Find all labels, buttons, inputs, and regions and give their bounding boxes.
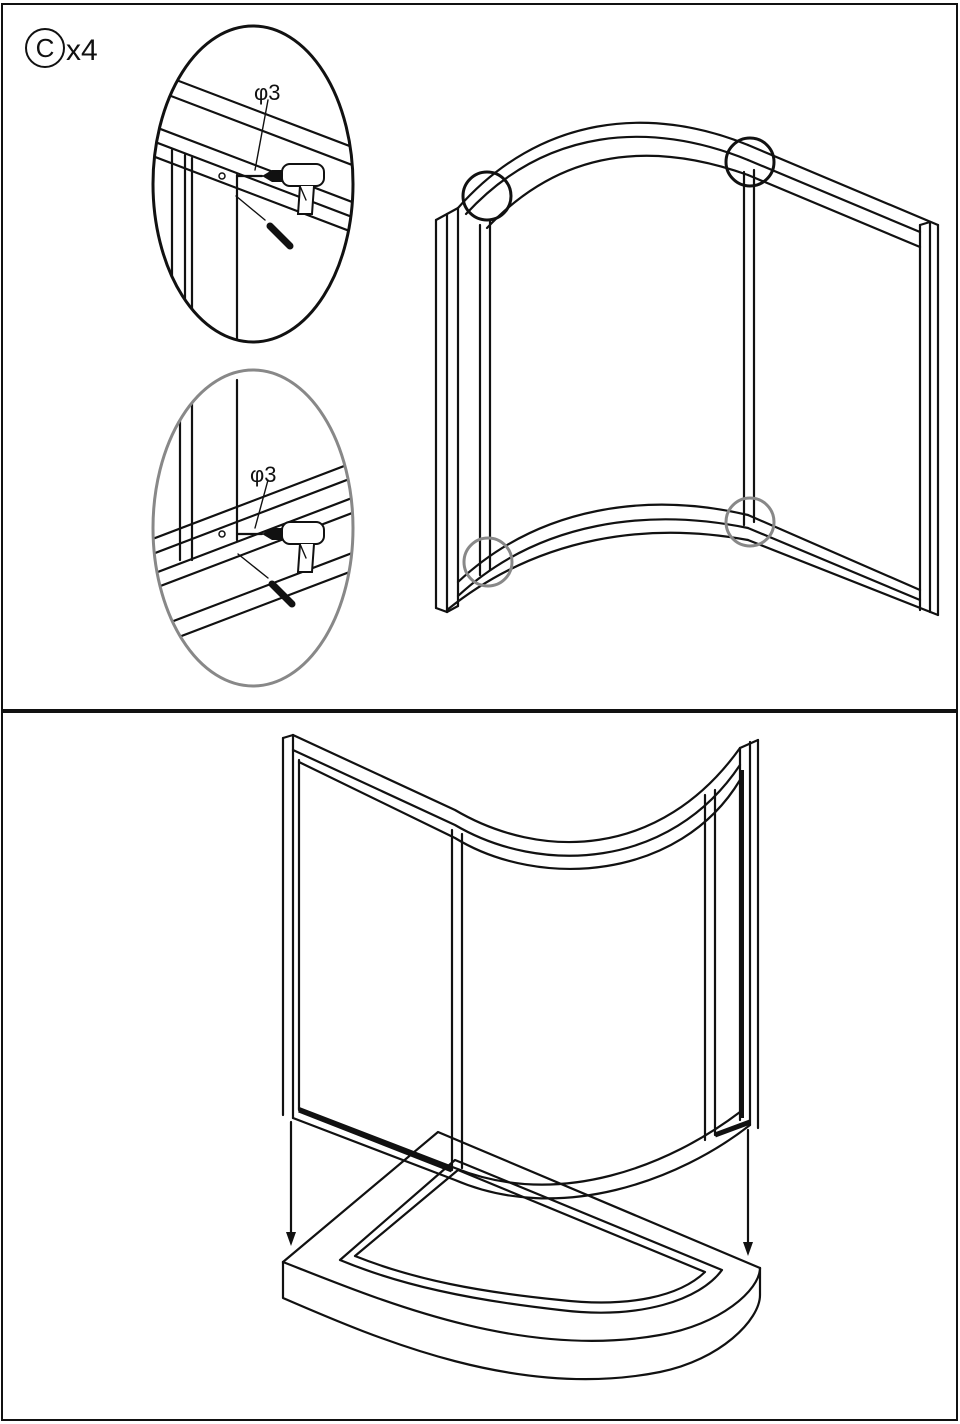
detail-top-outline bbox=[151, 24, 355, 344]
shower-frame-iso bbox=[434, 121, 940, 617]
right-post bbox=[918, 220, 940, 617]
highlight-top-right bbox=[724, 136, 776, 188]
screw-icon bbox=[237, 553, 296, 608]
panel-top-border bbox=[1, 3, 958, 711]
detail-bottom-outline bbox=[151, 368, 355, 688]
shower-enclosure bbox=[281, 733, 760, 1200]
leader-line bbox=[254, 479, 269, 529]
part-quantity: x4 bbox=[66, 34, 98, 67]
shower-tray bbox=[281, 1130, 762, 1381]
screw-icon bbox=[235, 195, 294, 250]
panel-bottom-border bbox=[1, 711, 958, 1421]
detail-top-label: φ3 bbox=[254, 80, 281, 105]
top-curved-rail bbox=[456, 121, 940, 249]
drill-icon bbox=[218, 163, 325, 215]
bottom-curved-rail bbox=[445, 503, 940, 617]
left-post bbox=[434, 206, 460, 614]
highlight-bottom-right bbox=[724, 496, 776, 548]
down-arrow-icon bbox=[743, 1128, 753, 1256]
leader-line bbox=[254, 99, 269, 171]
part-callout: C x4 bbox=[25, 28, 98, 68]
detail-bottom-zoom: φ3 bbox=[151, 368, 355, 688]
highlight-bottom-left bbox=[462, 536, 514, 588]
part-letter-circle bbox=[25, 28, 65, 68]
detail-top-zoom: φ3 bbox=[151, 24, 355, 344]
down-arrow-icon bbox=[286, 1120, 296, 1246]
drill-icon bbox=[218, 521, 325, 573]
part-letter: C bbox=[36, 33, 55, 63]
highlight-top-left bbox=[461, 170, 513, 222]
detail-bottom-label: φ3 bbox=[250, 462, 277, 487]
